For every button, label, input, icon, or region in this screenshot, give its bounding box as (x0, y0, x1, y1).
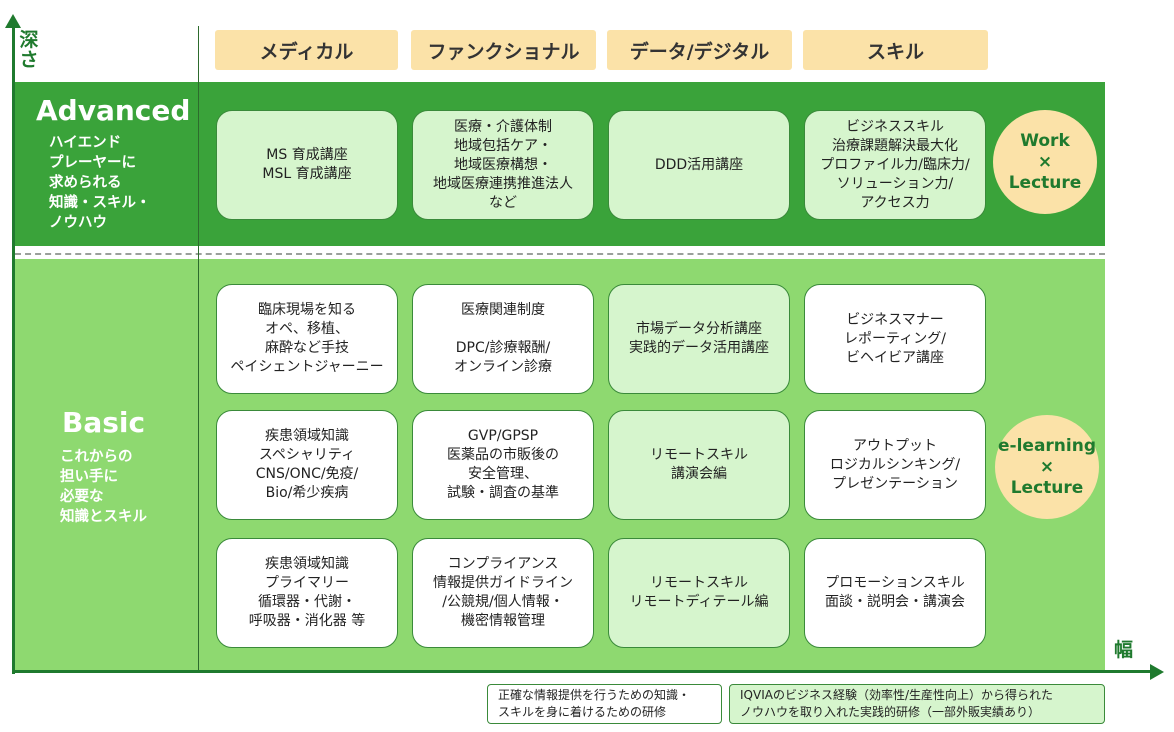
basic-cell-r1-skill: ビジネスマナー レポーティング/ ビヘイビア講座 (804, 284, 986, 394)
advanced-title: Advanced (36, 94, 191, 127)
label-column-divider (198, 26, 199, 670)
legend-knowledge-training: 正確な情報提供を行うための知識・ スキルを身に着けるための研修 (487, 684, 722, 724)
basic-method-circle: e-learning × Lecture (995, 415, 1099, 519)
horizontal-axis (12, 670, 1158, 673)
legend-practical-training: IQVIAのビジネス経験（効率性/生産性向上）から得られた ノウハウを取り入れた… (729, 684, 1105, 724)
column-header-skill: スキル (803, 30, 988, 70)
vertical-axis (12, 26, 15, 674)
horizontal-axis-arrow (1150, 664, 1164, 680)
level-divider (15, 253, 1105, 255)
advanced-cell-functional: 医療・介護体制 地域包括ケア・ 地域医療構想・ 地域医療連携推進法人 など (412, 110, 594, 220)
column-header-functional: ファンクショナル (411, 30, 596, 70)
basic-cell-r2-skill: アウトプット ロジカルシンキング/ プレゼンテーション (804, 410, 986, 520)
basic-cell-r1-data-digital: 市場データ分析講座 実践的データ活用講座 (608, 284, 790, 394)
advanced-description: ハイエンド プレーヤーに 求められる 知識・スキル・ ノウハウ (49, 135, 151, 231)
column-header-medical: メディカル (215, 30, 398, 70)
basic-cell-r3-data-digital: リモートスキル リモートディテール編 (608, 538, 790, 648)
basic-cell-r3-skill: プロモーションスキル 面談・説明会・講演会 (804, 538, 986, 648)
depth-axis-label: 深 さ (19, 29, 39, 71)
basic-cell-r3-functional: コンプライアンス 情報提供ガイドライン /公競規/個人情報・ 機密情報管理 (412, 538, 594, 648)
basic-cell-r2-data-digital: リモートスキル 講演会編 (608, 410, 790, 520)
basic-title: Basic (62, 406, 146, 439)
width-axis-label: 幅 (1114, 639, 1134, 661)
advanced-cell-medical: MS 育成講座 MSL 育成講座 (216, 110, 398, 220)
advanced-method-circle: Work × Lecture (993, 110, 1097, 214)
vertical-axis-arrow (5, 14, 21, 28)
basic-cell-r2-medical: 疾患領域知識 スペシャリティ CNS/ONC/免疫/ Bio/希少疾病 (216, 410, 398, 520)
basic-cell-r1-functional: 医療関連制度 DPC/診療報酬/ オンライン診療 (412, 284, 594, 394)
advanced-cell-data-digital: DDD活用講座 (608, 110, 790, 220)
basic-cell-r2-functional: GVP/GPSP 医薬品の市販後の 安全管理、 試験・調査の基準 (412, 410, 594, 520)
basic-cell-r3-medical: 疾患領域知識 プライマリー 循環器・代謝・ 呼吸器・消化器 等 (216, 538, 398, 648)
column-header-data-digital: データ/デジタル (607, 30, 792, 70)
basic-cell-r1-medical: 臨床現場を知る オペ、移植、 麻酔など手技 ペイシェントジャーニー (216, 284, 398, 394)
basic-description: これからの 担い手に 必要な 知識とスキル (60, 449, 147, 525)
advanced-cell-skill: ビジネススキル 治療課題解決最大化 プロファイル力/臨床力/ ソリューション力/… (804, 110, 986, 220)
